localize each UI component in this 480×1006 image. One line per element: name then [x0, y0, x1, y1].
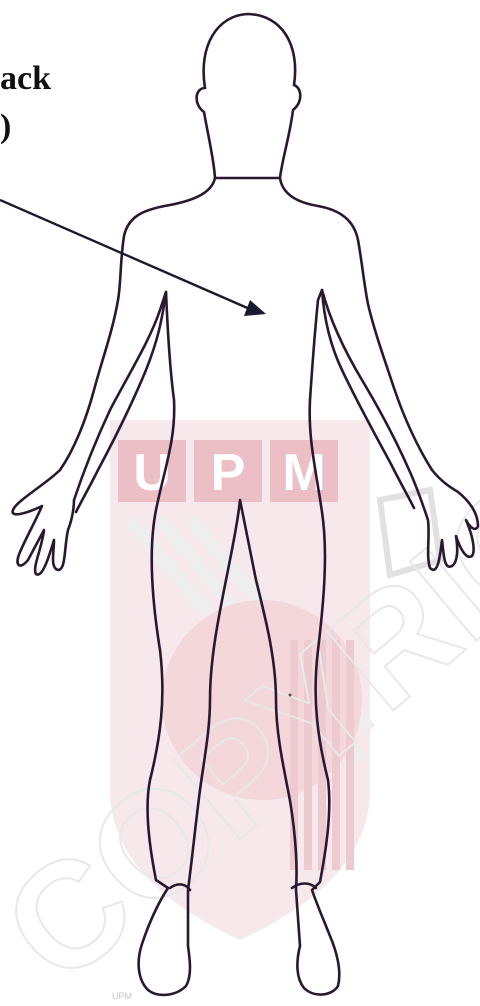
pointer-arrow-line [0, 200, 252, 310]
speck-mark [289, 694, 292, 697]
head-outline [197, 14, 301, 178]
footer-watermark-mark: UPM [112, 991, 132, 1001]
pointer-arrow-head [244, 300, 266, 316]
watermark-letter-p: P [211, 444, 246, 502]
